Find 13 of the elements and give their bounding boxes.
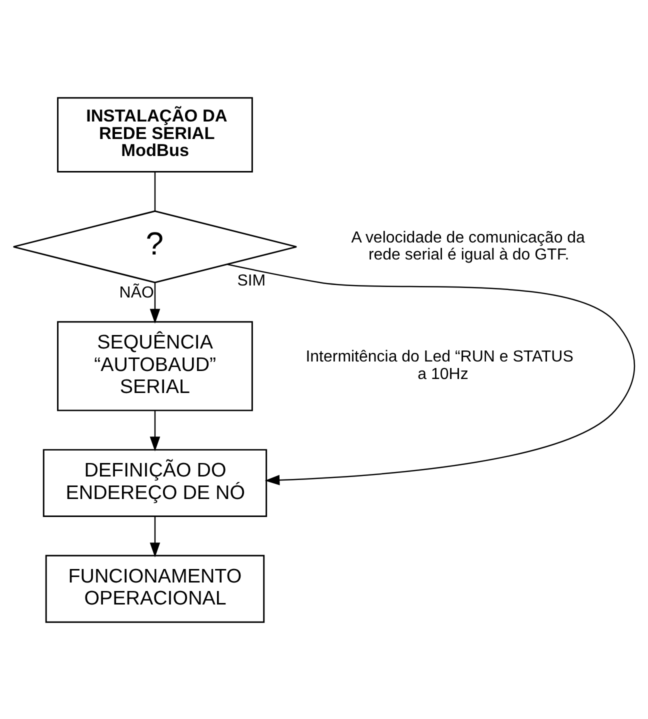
node-label: Intermitência do Led “RUN e STATUS a 10Hz (306, 348, 574, 382)
arrow (150, 282, 160, 324)
arrow (150, 410, 160, 451)
node-box: FUNCIONAMENTO OPERACIONAL (45, 554, 265, 622)
node-label: A velocidade de comunicação da rede serial é igual à do GTF. (351, 228, 585, 264)
arrow (150, 516, 160, 557)
node-box: INSTALAÇÃO DA REDE SERIAL ModBus (57, 96, 253, 172)
connector (154, 171, 156, 210)
edge-label: NÃO (119, 284, 154, 302)
node-box: DEFINIÇÃO DO ENDEREÇO DE NÓ (42, 448, 268, 516)
edge-label: SIM (237, 272, 266, 289)
node-box: SEQUÊNCIA “AUTOBAUD” SERIAL (57, 320, 253, 411)
arrow (227, 263, 635, 485)
